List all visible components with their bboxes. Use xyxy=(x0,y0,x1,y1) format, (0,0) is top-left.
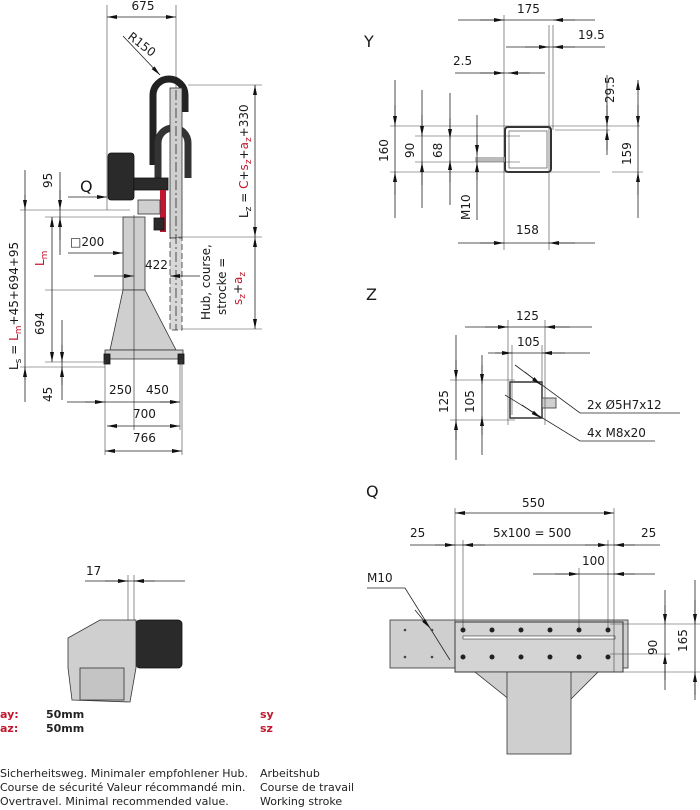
dim-25-right: 25 xyxy=(641,526,656,540)
mounting-plate xyxy=(454,621,624,673)
dim-2-5: 2.5 xyxy=(453,54,472,68)
dim-422: 422 xyxy=(145,258,168,272)
dim-160: 160 xyxy=(377,139,391,162)
mounting-hole xyxy=(518,627,524,633)
overtravel-de: Sicherheitsweg. Minimaler empfohlener Hu… xyxy=(0,767,248,780)
energy-chain-upper xyxy=(149,75,189,165)
detail-view: 17 xyxy=(67,564,185,703)
rail-hole xyxy=(403,628,407,632)
mounting-hole xyxy=(489,654,495,660)
dim-100: 100 xyxy=(582,554,605,568)
flange-section xyxy=(509,381,543,419)
mounting-hole xyxy=(518,654,524,660)
ay-label: ay: xyxy=(0,708,19,721)
mounting-hole xyxy=(576,654,582,660)
dim-25-left: 25 xyxy=(410,526,425,540)
view-y-label: Y xyxy=(363,32,374,51)
dim-45: 45 xyxy=(41,387,55,402)
mounting-hole xyxy=(547,627,553,633)
overtravel-en: Overtravel. Minimal recommended value. xyxy=(0,795,229,808)
profile-section xyxy=(504,126,552,173)
dim-125-v: 125 xyxy=(437,390,451,413)
motor xyxy=(107,152,135,201)
dim-125-h: 125 xyxy=(516,309,539,323)
mounting-holes xyxy=(403,627,611,660)
overtravel-fr: Course de sécurité Valeur récommandé min… xyxy=(0,781,246,794)
square-200: □200 xyxy=(70,235,104,249)
dim-158: 158 xyxy=(516,223,539,237)
dim-105-v: 105 xyxy=(463,390,477,413)
stroke-label: Hub, course, strocke = sz+az xyxy=(199,244,248,320)
stroke-en: Working stroke xyxy=(260,795,343,808)
ay-value: 50mm xyxy=(46,708,85,721)
dim-95: 95 xyxy=(41,173,55,188)
view-q-label: Q xyxy=(366,482,379,501)
dim-105-h: 105 xyxy=(517,335,540,349)
dim-550: 550 xyxy=(522,496,545,510)
base-plate xyxy=(104,349,184,360)
dim-700: 700 xyxy=(133,407,156,421)
legend-overtravel-values: ay: 50mm az: 50mm xyxy=(0,708,84,736)
svg-text:strocke =: strocke = xyxy=(215,258,229,315)
dim-694: 694 xyxy=(33,312,47,335)
dim-165: 165 xyxy=(676,629,690,652)
view-q: Q 550 25 5x100 = 500 25 100 M10 90 xyxy=(366,482,700,755)
side-view: 675 R150 Ls = Lm+45+694+95 xyxy=(7,0,262,455)
view-y: Y 175 19.5 2.5 160 90 68 xyxy=(363,2,643,250)
q-view-marker: Q xyxy=(80,177,93,196)
detail-motor xyxy=(135,619,183,669)
ls-formula: Ls = Lm+45+694+95 xyxy=(7,242,24,370)
sz-label: sz xyxy=(260,722,273,735)
dim-68: 68 xyxy=(431,143,445,158)
dim-766: 766 xyxy=(133,431,156,445)
svg-text:Hub, course,: Hub, course, xyxy=(199,244,213,320)
mounting-hole xyxy=(576,627,582,633)
mounting-hole xyxy=(605,654,611,660)
dim-250: 250 xyxy=(109,383,132,397)
dim-29-5: 29.5 xyxy=(603,76,617,103)
dim-175: 175 xyxy=(517,2,540,16)
dim-19-5: 19.5 xyxy=(578,28,605,42)
rail-hole xyxy=(430,628,434,632)
rail-hole xyxy=(430,655,434,659)
radius-label: R150 xyxy=(125,29,158,59)
pillar-foot xyxy=(109,289,177,351)
carriage-red xyxy=(160,190,166,232)
mounting-hole xyxy=(489,627,495,633)
thread-m10-q: M10 xyxy=(367,571,393,585)
note-threads: 4x M8x20 xyxy=(587,426,646,440)
sy-label: sy xyxy=(260,708,274,721)
rail-hole xyxy=(403,655,407,659)
dim-pitch: 5x100 = 500 xyxy=(493,526,571,540)
view-z: Z 125 105 125 105 2x Ø5H7x12 4x M8x20 xyxy=(366,285,680,460)
mounting-hole xyxy=(547,654,553,660)
thread-m10: M10 xyxy=(459,194,473,220)
legend-stroke-symbols: sy sz xyxy=(260,708,274,736)
stroke-fr: Course de travail xyxy=(260,781,355,794)
note-pins: 2x Ø5H7x12 xyxy=(587,398,662,412)
dim-90-q: 90 xyxy=(646,640,660,655)
mounting-hole xyxy=(605,627,611,633)
lm-label: Lm xyxy=(33,251,50,266)
az-value: 50mm xyxy=(46,722,85,735)
view-z-label: Z xyxy=(366,285,377,304)
svg-text:sz+az: sz+az xyxy=(231,272,248,305)
mounting-hole xyxy=(460,627,466,633)
dim-675: 675 xyxy=(132,0,155,13)
legend-overtravel-text: Sicherheitsweg. Minimaler empfohlener Hu… xyxy=(0,767,248,809)
dim-450: 450 xyxy=(146,383,169,397)
dim-17: 17 xyxy=(86,564,101,578)
stroke-de: Arbeitshub xyxy=(260,767,320,780)
lz-formula: Lz = C+sz+az+330 xyxy=(237,104,254,218)
az-label: az: xyxy=(0,722,19,735)
dim-159: 159 xyxy=(620,142,634,165)
dim-90: 90 xyxy=(403,143,417,158)
legend-stroke-text: Arbeitshub Course de travail Working str… xyxy=(260,767,354,809)
mounting-hole xyxy=(460,654,466,660)
